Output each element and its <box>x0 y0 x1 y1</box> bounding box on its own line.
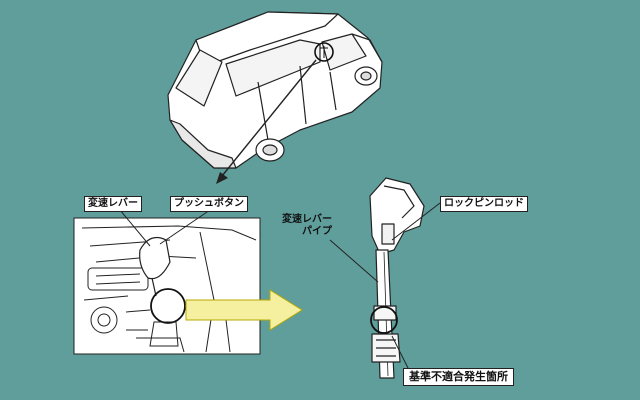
shift-lever-label: 変速レバー <box>84 196 142 212</box>
minivan-illustration <box>167 11 383 169</box>
car-to-detail-pointer <box>221 59 317 177</box>
push-button-label: プッシュボタン <box>170 196 248 212</box>
shift-lever-pipe-label: 変速レバー パイプ <box>282 214 332 238</box>
shift-lever-pipe-label-line1: 変速レバー <box>282 214 332 225</box>
section-leader-lines <box>329 202 441 373</box>
detail-arrow <box>185 289 303 331</box>
dashboard-detail-panel <box>73 209 261 355</box>
shift-lever-pipe-label-line2: パイプ <box>302 226 332 237</box>
lock-pin-rod-label: ロックピンロッド <box>440 196 528 212</box>
shift-lever-assembly <box>369 177 425 379</box>
defect-location-label: 基準不適合発生箇所 <box>403 368 514 386</box>
car-to-detail-arrowhead <box>216 172 228 184</box>
